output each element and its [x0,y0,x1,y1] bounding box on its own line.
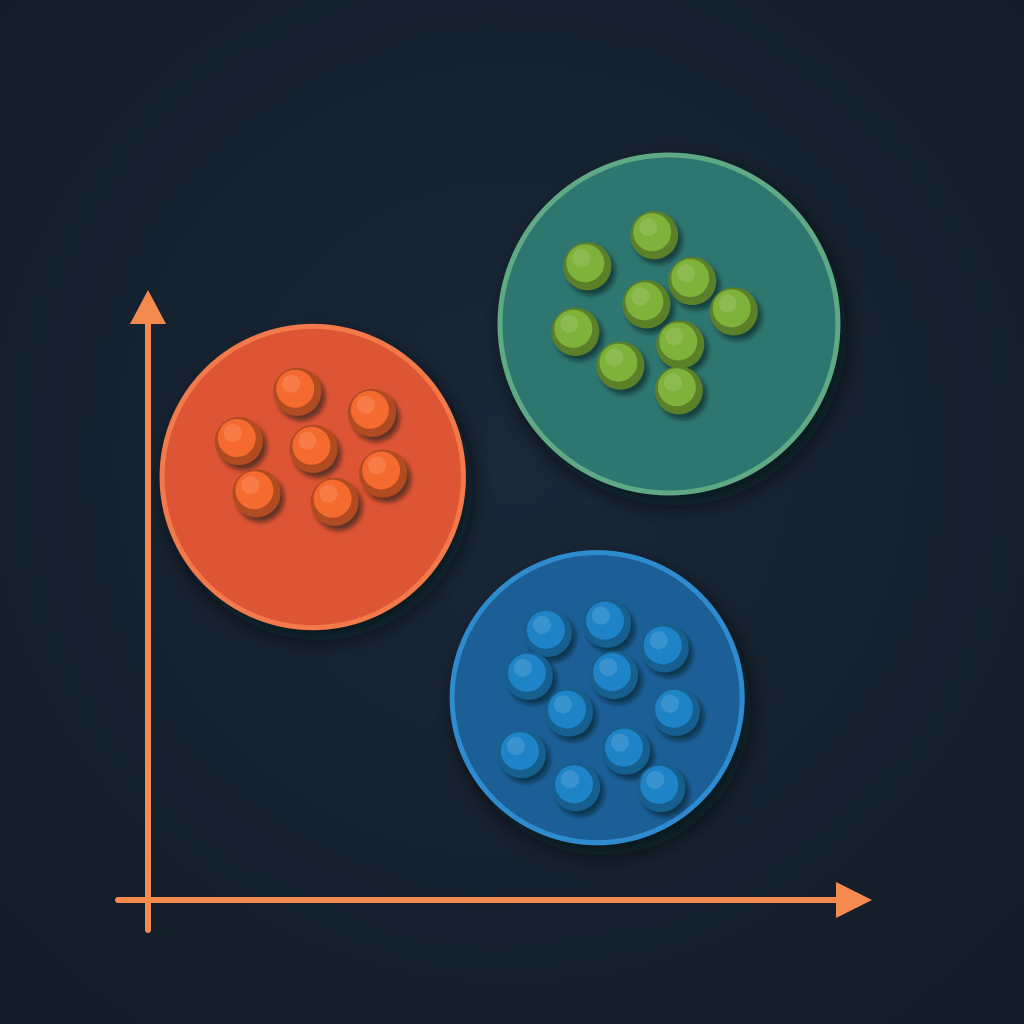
data-point-highlight [241,476,260,495]
data-point-highlight [356,395,375,414]
data-point-highlight [298,431,317,450]
cluster-hull-red [159,323,466,631]
data-point [630,211,679,260]
data-point [289,424,338,473]
data-point [551,307,600,356]
y-axis-arrow [130,290,166,324]
data-point-highlight [677,264,696,283]
data-point-highlight [649,631,668,650]
cluster-hull-blue [449,550,745,846]
data-point [656,320,705,369]
data-point-highlight [646,770,665,789]
data-point [214,417,263,466]
cluster-blue [449,550,745,846]
data-point [602,726,651,775]
cluster-red [159,323,466,631]
data-point [497,730,546,779]
data-point-highlight [561,770,580,789]
data-point-highlight [605,348,624,367]
data-point [596,341,645,390]
data-point-highlight [513,658,532,677]
data-point [552,763,601,812]
data-point [347,388,396,437]
data-point-highlight [560,314,579,333]
data-point [637,763,686,812]
data-point [563,242,612,291]
data-point-highlight [631,287,650,306]
data-point-highlight [661,694,679,713]
clusters-layer [159,152,841,846]
data-point-highlight [553,695,572,714]
data-point [273,367,322,416]
x-axis-arrow [836,882,872,918]
data-point [654,366,703,415]
data-point-highlight [718,294,737,313]
data-point-highlight [592,606,611,625]
data-point-highlight [532,615,551,634]
data-point [359,449,408,498]
data-point-highlight [319,484,338,503]
data-point [583,599,632,648]
data-point [709,287,758,336]
data-point [668,257,717,306]
data-point [523,608,572,657]
data-point [622,280,671,329]
cluster-green [497,152,841,496]
data-point-highlight [572,249,591,268]
data-point-highlight [665,327,684,346]
data-point [310,477,359,526]
data-point [232,469,281,518]
data-point-highlight [223,424,242,443]
data-point [590,651,639,700]
data-point [652,687,700,736]
data-point-highlight [663,373,682,392]
data-point [544,688,593,737]
data-point-highlight [611,733,630,752]
data-point-highlight [282,374,301,393]
data-point [640,624,689,673]
axes-layer [115,290,872,933]
data-point-highlight [639,218,658,237]
data-point-highlight [506,737,525,756]
data-point-highlight [368,456,387,475]
data-point-highlight [599,658,618,677]
data-point [504,651,553,700]
